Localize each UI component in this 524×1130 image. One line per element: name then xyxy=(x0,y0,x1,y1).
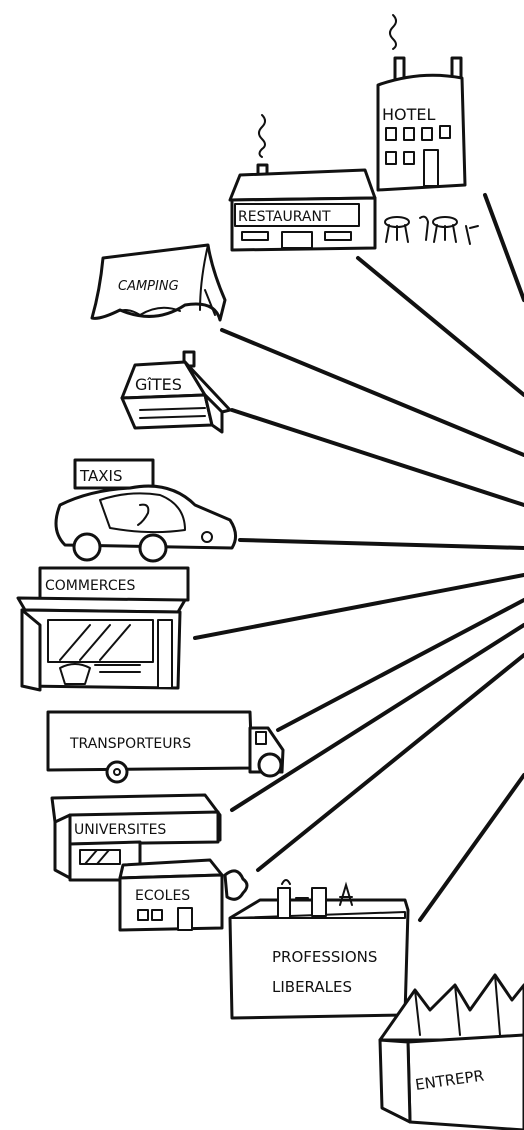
hotel-building: HOTEL xyxy=(376,14,467,192)
line-transporteurs xyxy=(276,598,524,732)
transporteurs-truck: TRANSPORTEURS xyxy=(46,710,285,784)
line-taxis xyxy=(238,538,524,550)
gites-house: GîTES xyxy=(120,350,232,434)
professions-liberales-building: PROFESSIONS LIBERALES xyxy=(228,879,410,1020)
restaurant-building: RESTAURANT xyxy=(228,114,479,252)
commerces-shop: COMMERCES xyxy=(16,566,190,692)
line-ecoles xyxy=(256,653,524,872)
universites-building: UNIVERSITES xyxy=(50,793,222,882)
line-hotel xyxy=(483,193,524,302)
entreprises-factory: ENTREPR xyxy=(378,973,524,1130)
line-professions xyxy=(418,773,524,922)
camping-label: CAMPING xyxy=(118,279,179,294)
gites-label: GîTES xyxy=(135,375,182,394)
connector-lines xyxy=(193,193,524,922)
terrace-tables-icon xyxy=(384,215,479,245)
restaurant-label: RESTAURANT xyxy=(238,209,331,225)
universites-label: UNIVERSITES xyxy=(74,822,166,838)
hotel-smoke-icon xyxy=(389,14,397,50)
line-restaurant xyxy=(356,256,524,397)
camping-tent: CAMPING xyxy=(90,243,227,322)
commerces-label: COMMERCES xyxy=(45,578,135,594)
taxis-label: TAXIS xyxy=(79,467,122,485)
tree-icon xyxy=(223,869,249,901)
hotel-label: HOTEL xyxy=(382,105,436,124)
ecoles-label: ECOLES xyxy=(135,888,190,904)
line-commerces xyxy=(193,573,524,640)
line-gites xyxy=(230,408,524,507)
line-camping xyxy=(220,328,524,457)
transporteurs-label: TRANSPORTEURS xyxy=(69,736,191,752)
ecoles-building: ECOLES xyxy=(118,858,249,932)
line-universites xyxy=(230,623,524,812)
taxi-car: TAXIS xyxy=(54,458,237,563)
restaurant-smoke-icon xyxy=(258,114,266,158)
professions-label-line1: PROFESSIONS xyxy=(272,948,377,966)
professions-label-line2: LIBERALES xyxy=(272,978,352,996)
